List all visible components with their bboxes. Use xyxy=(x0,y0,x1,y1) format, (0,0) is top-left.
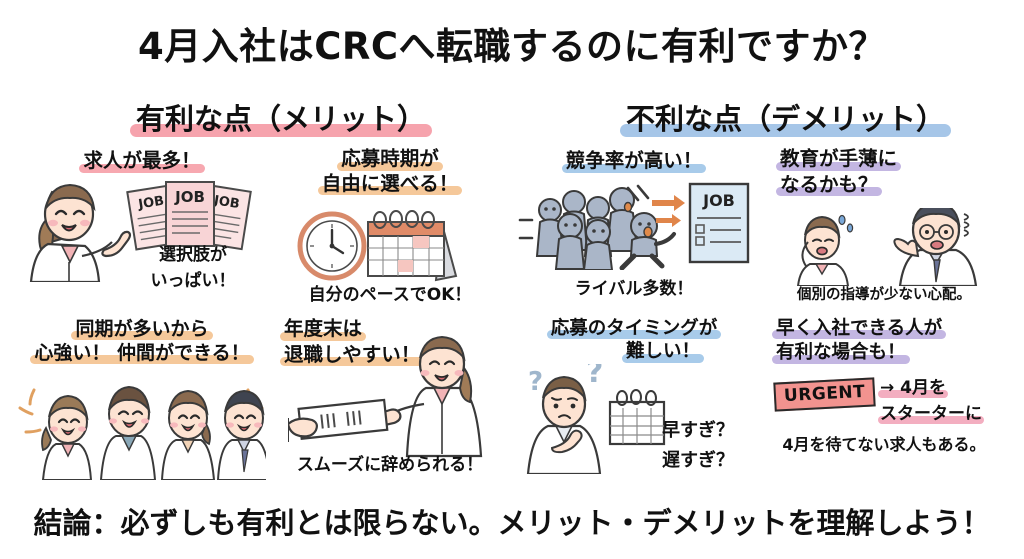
cell-headline: 応募のタイミングが 難しい！ xyxy=(514,316,754,364)
crowd-competition-illustration: JOB xyxy=(518,182,750,270)
headline-line: 心強い！ 仲間ができる！ xyxy=(30,342,254,365)
headline-line: 求人が最多！ xyxy=(79,149,205,173)
cell-side-line: 早すぎ？ xyxy=(662,420,734,441)
question-mark-icon: ? xyxy=(586,364,603,390)
cell-caption-line: スムーズに辞められる！ xyxy=(296,455,484,475)
job-poster-label: JOB xyxy=(702,191,735,210)
arrow-note-text: → 4月を xyxy=(878,378,948,399)
column-header-demerit: 不利な点（デメリット） xyxy=(620,96,952,138)
column-header-demerit-label: 不利な点（デメリット） xyxy=(620,96,952,138)
cell-caption-line: 選択肢が xyxy=(159,245,227,265)
cell-headline: 求人が最多！ xyxy=(18,146,266,173)
cell-caption-line: 自分のペースでOK！ xyxy=(308,285,472,305)
job-postings-illustration: JOB JOB JOB xyxy=(126,181,252,251)
cell-demerit-training: 教育が手薄に なるかも？ xyxy=(758,146,1010,316)
cell-caption-line: 個別の指導が少ない心配。 xyxy=(797,287,971,303)
cell-caption-line: 4月を待てない求人もある。 xyxy=(782,435,986,454)
page-title: 4月入社はCRCへ転職するのに有利ですか？ xyxy=(137,25,887,68)
column-header-merit-label: 有利な点（メリット） xyxy=(130,96,433,138)
cell-caption-line: ライバル多数！ xyxy=(574,279,694,299)
urgent-badge: URGENT xyxy=(773,377,876,412)
cell-merit-job-count: 求人が最多！ xyxy=(14,146,270,316)
conclusion-text: 結論：必ずしも有利とは限らない。メリット・デメリットを理解しよう！ xyxy=(33,506,991,540)
cells-grid: 求人が最多！ xyxy=(14,146,1010,486)
cell-merit-resign: 年度末は 退職しやすい！ xyxy=(270,316,510,486)
cell-side-line: 遅すぎ？ xyxy=(662,450,734,471)
woman-pointing-illustration xyxy=(29,183,132,282)
headline-line: 応募時期が xyxy=(337,147,443,171)
clock-and-calendar-illustration xyxy=(297,210,458,282)
headline-line: 有利な場合も！ xyxy=(772,342,910,365)
cell-caption-line: いっぱい！ xyxy=(150,271,236,291)
headline-line: なるかも？ xyxy=(776,173,882,197)
cell-demerit-early-entry: 早く入社できる人が 有利な場合も！ URGENT → 4月を スターターに 4月… xyxy=(758,316,1010,486)
worried-staff-illustration xyxy=(796,208,978,286)
arrow-note-line: → 4月を xyxy=(878,378,948,399)
cell-headline: 教育が手薄に なるかも？ xyxy=(762,146,1006,196)
cell-headline: 競争率が高い！ xyxy=(514,146,754,173)
headline-line: 同期が多いから xyxy=(71,318,213,341)
headline-line: 自由に選べる！ xyxy=(317,172,463,196)
four-colleagues-illustration xyxy=(18,385,266,480)
cell-headline: 早く入社できる人が 有利な場合も！ xyxy=(762,316,1006,365)
headline-line: 難しい！ xyxy=(621,341,705,364)
headline-line: 早く入社できる人が xyxy=(772,318,947,340)
headline-line: 競争率が高い！ xyxy=(561,149,707,173)
arrow-note-text: スターターに xyxy=(878,404,984,425)
job-paper-label: JOB xyxy=(174,188,205,206)
job-paper-label: JOB xyxy=(212,193,241,212)
arrow-note-line: スターターに xyxy=(878,404,984,425)
headline-line: 年度末は xyxy=(280,317,367,341)
headline-line: 退職しやすい！ xyxy=(280,343,425,367)
cell-headline: 年度末は 退職しやすい！ xyxy=(274,316,506,366)
job-paper-label: JOB xyxy=(136,194,165,213)
cell-demerit-competition: 競争率が高い！ xyxy=(510,146,758,316)
cell-headline: 同期が多いから 心強い！ 仲間ができる！ xyxy=(18,316,266,365)
cell-demerit-timing: 応募のタイミングが 難しい！ ? ? xyxy=(510,316,758,486)
headline-line: 応募のタイミングが xyxy=(546,318,722,340)
headline-line: 教育が手薄に xyxy=(776,147,902,171)
resignation-envelope-illustration xyxy=(288,335,483,458)
cell-merit-timing-free: 応募時期が 自由に選べる！ xyxy=(270,146,510,316)
cell-headline: 応募時期が 自由に選べる！ xyxy=(274,146,506,195)
column-header-merit: 有利な点（メリット） xyxy=(130,96,433,138)
question-mark-icon: ? xyxy=(528,367,543,397)
cell-merit-peers: 同期が多いから 心強い！ 仲間ができる！ xyxy=(14,316,270,486)
puzzled-person-illustration: ? ? xyxy=(526,364,666,474)
